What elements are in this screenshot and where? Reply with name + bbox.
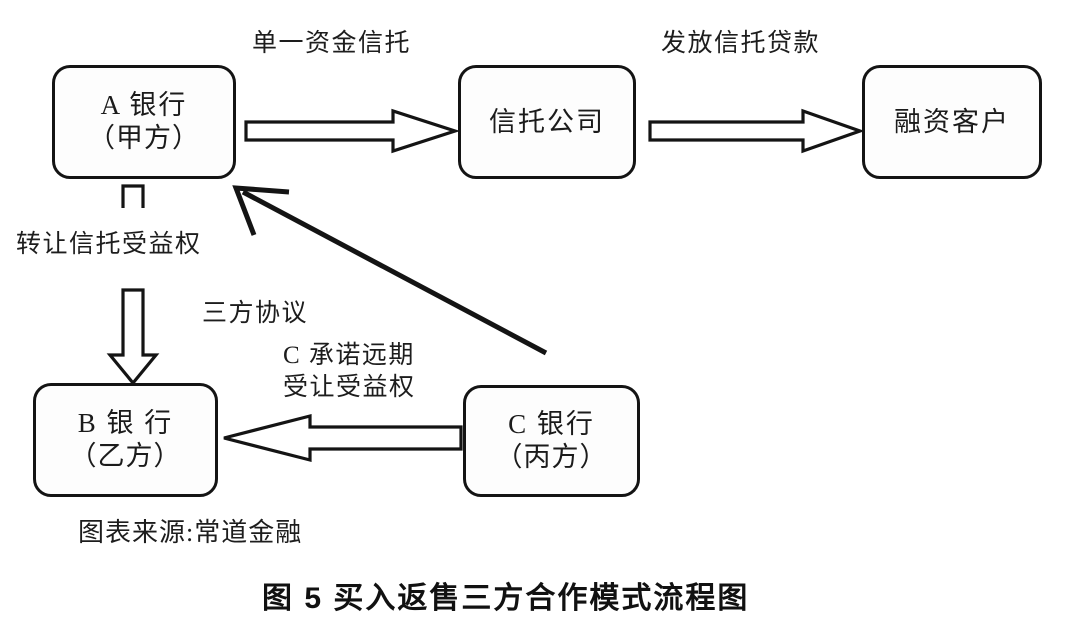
arrow-bank-c-to-bank-b (223, 413, 463, 463)
figure-title: 图 5 买入返售三方合作模式流程图 (262, 582, 750, 615)
node-bank-a-line1: A 银行 (100, 90, 188, 121)
node-borrower-line1: 融资客户 (894, 106, 1010, 137)
node-bank-b-line1: B 银 行 (77, 408, 174, 439)
arrow-bank-a-to-trust-company (244, 108, 461, 154)
node-bank-c: C 银行 （丙方） (463, 385, 640, 497)
arrow-bank-a-to-bank-b (106, 288, 160, 386)
node-bank-a-line2: （甲方） (88, 123, 200, 153)
arrow-trust-company-to-borrower (648, 108, 865, 154)
node-trust-company: 信托公司 (458, 65, 636, 179)
node-bank-b-line2: （乙方） (69, 441, 182, 471)
node-bank-c-line2: （丙方） (495, 442, 608, 472)
edge-label-transfer-beneficiary: 转让信托受益权 (16, 231, 202, 258)
node-bank-a: A 银行 （甲方） (52, 65, 236, 179)
source-note: 图表来源:常道金融 (78, 518, 303, 547)
node-bank-b: B 银 行 （乙方） (33, 383, 218, 497)
node-bank-c-line1: C 银行 (508, 409, 595, 440)
arrow-bank-a-to-bank-b-stub (121, 184, 145, 208)
edge-label-c-forward-promise-line2: 受让受益权 (283, 374, 416, 401)
node-borrower: 融资客户 (862, 65, 1042, 179)
edge-label-issue-trust-loan: 发放信托贷款 (661, 30, 821, 57)
edge-label-c-forward-promise-line1: C 承诺远期 (283, 342, 415, 369)
arrow-bank-c-to-bank-a-head (232, 185, 290, 236)
node-trust-company-line1: 信托公司 (489, 106, 605, 137)
edge-label-single-fund-trust: 单一资金信托 (252, 30, 412, 57)
edge-label-tripartite-agreement: 三方协议 (202, 300, 309, 327)
